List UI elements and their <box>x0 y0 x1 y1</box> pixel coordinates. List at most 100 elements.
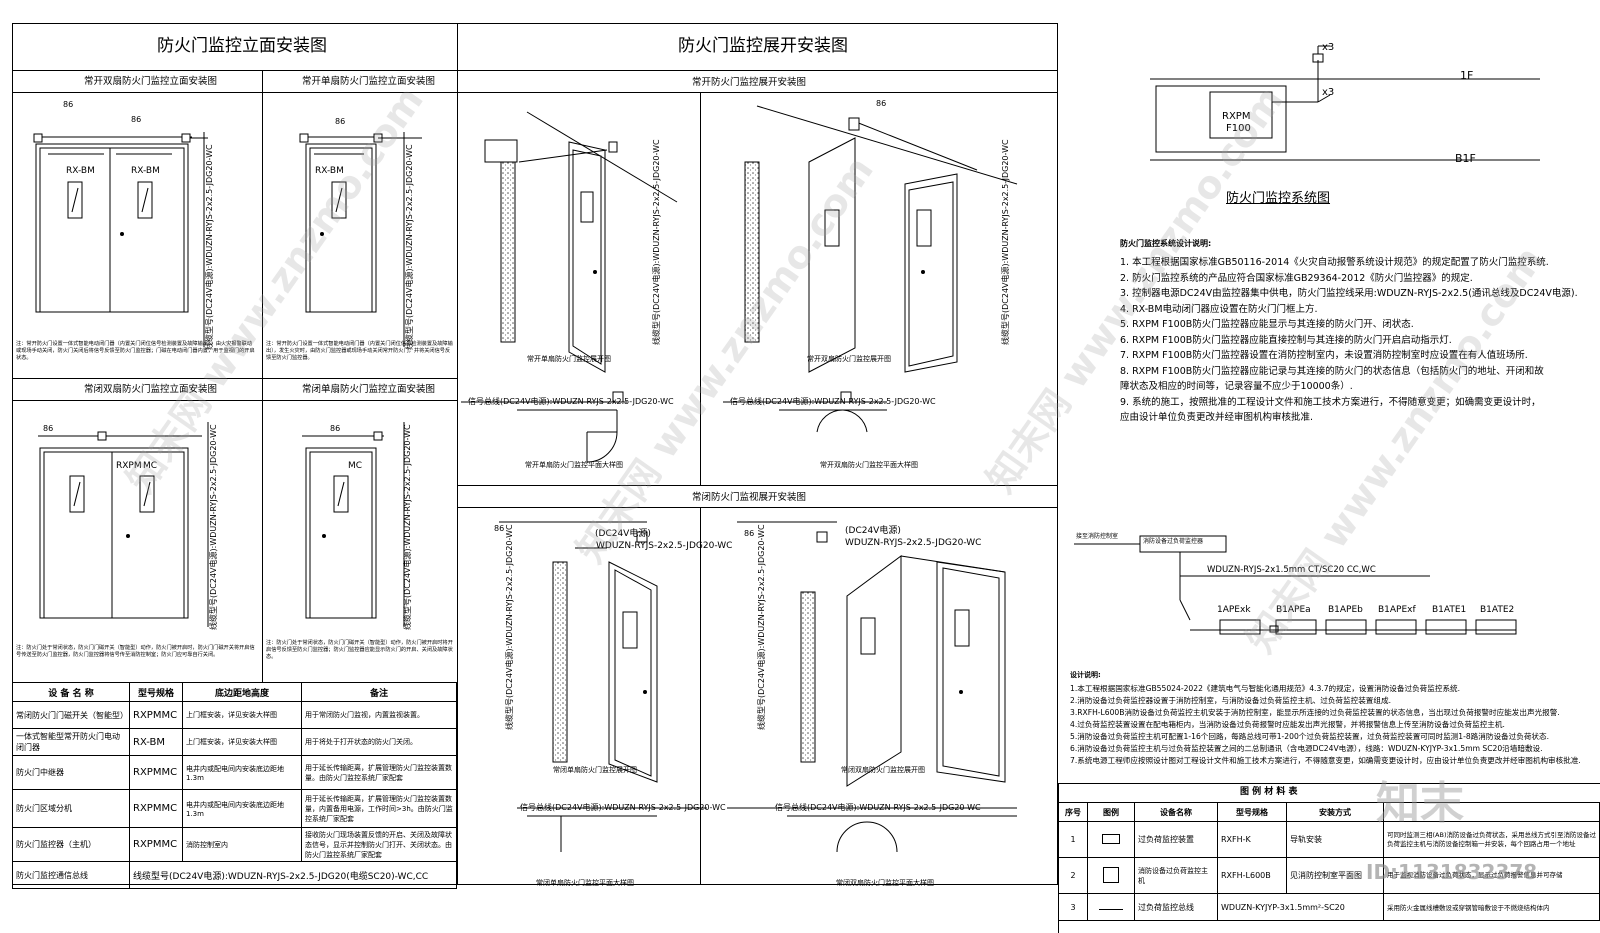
left-grid <box>12 400 457 401</box>
table-cell: 2 <box>1058 857 1088 894</box>
floor-label-b1f: B1F <box>1455 152 1476 165</box>
table-row: 防火门监控通信总线 线缆型号(DC24V电源):WDUZN-RYJS-2x2.5… <box>12 861 457 889</box>
cable-label-vertical: 线缆型号(DC24V电源):WDUZN-RYJS-2x2.5-JDG20-WC <box>505 524 514 730</box>
table-cell: 常闭防火门门磁开关（智能型） <box>12 701 130 729</box>
list-item: 3. 控制器电源DC24V由监控器集中供电，防火门监控线采用:WDUZN-RYJ… <box>1120 288 1578 299</box>
table-cell: 防火门中继器 <box>12 755 130 790</box>
dim-86: 86 <box>330 424 341 433</box>
subtitle-closed-single-elev: 常闭单扇防火门监控立面安装图 <box>302 384 436 395</box>
list-item: 5.消防设备过负荷监控主机可配置1-16个回路，每路总线可带1-200个过负荷监… <box>1070 732 1550 741</box>
subtitle-closed-expand: 常闭防火门监视展开安装图 <box>692 492 807 503</box>
watermark-logo: 知末 <box>1376 778 1464 829</box>
panel-model-2: F100 <box>1226 123 1251 134</box>
label-mc: MC <box>143 461 158 471</box>
subtitle-closed-double-plan: 常闭双扇防火门监控平面大样图 <box>836 879 934 887</box>
table-cell: RXPMMC <box>129 701 183 729</box>
subtitle-open-expand: 常开防火门监控展开安装图 <box>692 77 807 88</box>
table-cell: 用于监视消防设备过负荷状态，显示过负荷报警信息并可存储 <box>1383 857 1600 894</box>
cable-label-top: WDUZN-RYJS-2x2.5-JDG20-WC <box>596 541 733 551</box>
system-notes-list: 1. 本工程根据国家标准GB50116-2014《火灾自动报警系统设计规范》的规… <box>1120 255 1578 426</box>
list-item: 4. RX-BM电动闭门器应设置在防火门门框上方. <box>1120 303 1318 315</box>
table-row: 常闭防火门门磁开关（智能型） RXPMMC 上门框安装，详见安装大样图 用于常闭… <box>12 701 457 729</box>
table-cell: 用于将处于打开状态的防火门关闭。 <box>301 728 457 756</box>
dim-86: 86 <box>876 99 887 108</box>
dim-86: 86 <box>43 424 54 433</box>
table-row: 3 过负荷监控总线 WDUZN-KYJYP-3x1.5mm²-SC20 采用防火… <box>1058 893 1600 921</box>
mid-grid <box>457 92 1058 93</box>
dim-86: 86 <box>744 529 755 538</box>
table-cell: 3 <box>1058 893 1088 921</box>
dim-86: 86 <box>63 100 74 109</box>
subtitle-open-double-expand: 常开双扇防火门监控展开图 <box>807 355 891 363</box>
material-header: 型号规格 <box>1217 802 1287 822</box>
table-cell: RXPMMC <box>129 827 183 862</box>
cable-label-vertical: 线缆型号(DC24V电源):WDUZN-RYJS-2x2.5-JDG20-WC <box>1001 139 1010 345</box>
table-row: 2 消防设备过负荷监控主机 RXFH-L600B 见消防控制室平面图 用于监视消… <box>1058 857 1600 894</box>
cable-label-horizontal: 信号总线(DC24V电源):WDUZN-RYJS-2x2.5-JDG20-WC <box>775 803 981 812</box>
watermark-id: ID:1131832378 <box>1366 860 1538 884</box>
cable-label-top: (DC24V电源) <box>595 529 651 539</box>
legend-symbol <box>1087 893 1135 921</box>
table-cell: RXFH-K <box>1217 821 1287 858</box>
table-cell: 防火门区域分机 <box>12 789 130 828</box>
bus-label: WDUZN-RYJS-2x1.5mm CT/SC20 CC,WC <box>1207 565 1376 575</box>
list-item: 2.消防设备过负荷监控器设置于消防控制室，与消防设备过负荷监控主机、过负荷监控装… <box>1070 696 1391 705</box>
list-item: 2. 防火门监控系统的产品应符合国家标准GB29364-2012《防火门监控器》… <box>1120 272 1473 284</box>
subtitle-open-double-plan: 常开双扇防火门监控平面大样图 <box>820 461 918 469</box>
node-label: B1ATE1 <box>1432 605 1467 615</box>
note-closed-single: 注：防火门处于常闭状态，防火门门磁开关（智能型）动作，防火门被开启时将开启信号反… <box>266 640 453 660</box>
legend-symbol <box>1087 821 1135 858</box>
cable-label-vertical: 线缆型号(DC24V电源):WDUZN-RYJS-2x2.5-JDG20-WC <box>205 144 214 350</box>
table-row: 防火门区域分机 RXPMMC 电井内或配电间内安装底边距地1.3m 用于延长传输… <box>12 789 457 828</box>
subtitle-open-double-elev: 常开双扇防火门监控立面安装图 <box>84 76 218 87</box>
cable-label-top: WDUZN-RYJS-2x2.5-JDG20-WC <box>845 538 982 548</box>
node-label: B1APExf <box>1378 605 1416 615</box>
label-rxbm: RX-BM <box>315 166 344 176</box>
subtitle-open-single-expand: 常开单扇防火门监控展开图 <box>527 355 611 363</box>
table-cell: 用于常闭防火门监视，内置监视装置。 <box>301 701 457 729</box>
table-cell: 过负荷监控总线 <box>1134 893 1218 921</box>
table-cell: 线缆型号(DC24V电源):WDUZN-RYJS-2x2.5-JDG20(电缆S… <box>129 861 457 889</box>
material-table-title: 图 例 材 料 表 <box>1240 787 1298 797</box>
design-notes-title: 设计说明: <box>1070 671 1101 679</box>
system-title: 防火门监控系统图 <box>1226 191 1331 206</box>
table-cell: 防火门监控通信总线 <box>12 861 130 889</box>
left-grid <box>262 70 263 682</box>
mid-section-title: 防火门监控展开安装图 <box>678 36 848 56</box>
cable-label-horizontal: 信号总线(DC24V电源):WDUZN-RYJS-2x2.5-JDG20-WC <box>520 803 726 812</box>
node-label: B1APEa <box>1276 605 1311 615</box>
cable-label-vertical: 线缆型号(DC24V电源):WDUZN-RYJS-2x2.5-JDG20-WC <box>209 424 218 630</box>
title-underline-left <box>12 70 457 71</box>
list-item: 3.RXFH-L600B消防设备过负荷监控主机安装于消防控制室，能显示所连接的过… <box>1070 708 1560 717</box>
label-rxpm: RXPM <box>116 461 142 471</box>
design-notes-list: 1.本工程根据国家标准GB55024-2022《建筑电气与智能化通用规范》4.3… <box>1070 683 1590 767</box>
list-item: 7.系统电源工程师应按照设计图对工程设计文件和施工技术方案进行，不得随意变更，如… <box>1070 756 1581 765</box>
list-item: 4.过负荷监控装置设置在配电箱柜内，当消防设备过负荷报警时应能发出声光报警，并将… <box>1070 720 1505 729</box>
table-cell: 见消防控制室平面图 <box>1286 857 1384 894</box>
left-grid <box>12 378 457 379</box>
expansion-drawings <box>461 105 1018 853</box>
table-cell: RX-BM <box>129 728 183 756</box>
material-header: 序号 <box>1058 802 1088 822</box>
material-header: 图例 <box>1087 802 1135 822</box>
device-table-header: 底边距地高度 <box>182 682 302 702</box>
table-cell: 接收防火门现场装置反馈的开启、关闭及故障状态信号，显示并控制防火门打开、关闭状态… <box>301 827 457 862</box>
table-cell: RXFH-L600B <box>1217 857 1287 894</box>
device-table-header: 备注 <box>301 682 457 702</box>
cable-label-vertical: 线缆型号(DC24V电源):WDUZN-RYJS-2x2.5-JDG20-WC <box>405 144 414 350</box>
cable-label-top: (DC24V电源) <box>845 526 901 536</box>
title-underline-mid <box>457 70 1058 71</box>
list-item: 5. RXPM F100B防火门监控器应能显示与其连接的防火门开、闭状态. <box>1120 319 1414 330</box>
elevation-drawings <box>33 132 422 627</box>
cable-label-vertical: 线缆型号(DC24V电源):WDUZN-RYJS-2x2.5-JDG20-WC <box>403 424 412 630</box>
table-row: 1 过负荷监控装置 RXFH-K 导轨安装 可同时监测三相(AB)消防设备过负荷… <box>1058 821 1600 858</box>
label-mc: MC <box>348 461 363 471</box>
left-grid <box>12 92 457 93</box>
mid-grid <box>700 507 701 885</box>
list-item: 7. RXPM F100B防火门监控器设置在消防控制室内，未设置消防控制室时应设… <box>1120 350 1528 361</box>
subtitle-open-single-elev: 常开单扇防火门监控立面安装图 <box>302 76 436 87</box>
material-header: 设备名称 <box>1134 802 1218 822</box>
table-cell: 一体式智能型常开防火门电动闭门器 <box>12 728 130 756</box>
table-cell: 上门框安装，详见安装大样图 <box>182 701 302 729</box>
panel-head-2: 接至消防控制室 <box>1076 533 1119 540</box>
